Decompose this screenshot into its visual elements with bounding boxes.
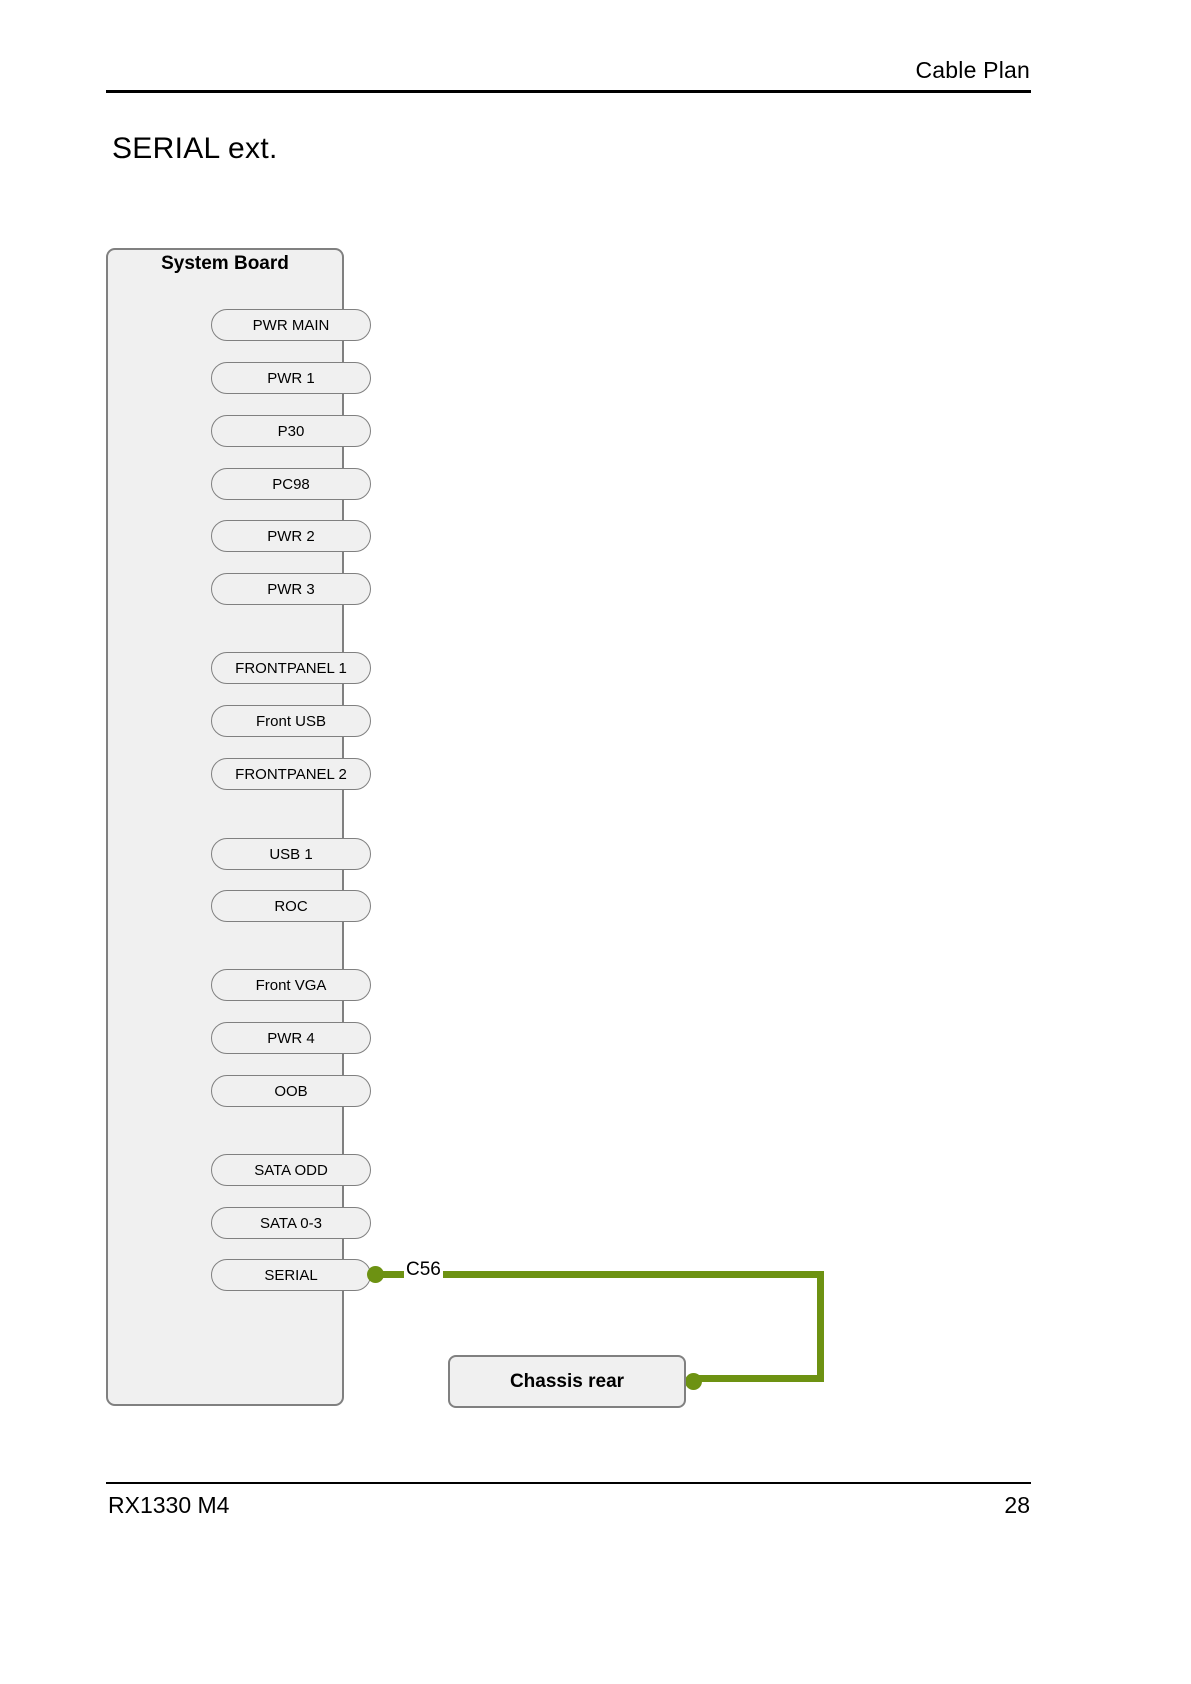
cable-segment-bottom [693, 1375, 824, 1382]
connector-pill: P30 [211, 415, 371, 447]
connector-pill: PWR MAIN [211, 309, 371, 341]
cable-endpoint-dot-chassis [685, 1373, 702, 1390]
connector-pill: OOB [211, 1075, 371, 1107]
system-board-label: System Board [161, 253, 289, 274]
header-title: Cable Plan [915, 57, 1030, 83]
page-title: SERIAL ext. [112, 132, 278, 165]
connector-pill: Front USB [211, 705, 371, 737]
connector-pill: PC98 [211, 468, 371, 500]
connector-pill: USB 1 [211, 838, 371, 870]
connector-pill: ROC [211, 890, 371, 922]
chassis-rear-box: Chassis rear [448, 1355, 686, 1408]
footer-page-number: 28 [1004, 1492, 1030, 1518]
cable-label-c56: C56 [404, 1259, 443, 1281]
connector-pill: SATA ODD [211, 1154, 371, 1186]
cable-segment-vertical [817, 1271, 824, 1382]
connector-pill: PWR 3 [211, 573, 371, 605]
connector-pill: FRONTPANEL 2 [211, 758, 371, 790]
connector-pill: Front VGA [211, 969, 371, 1001]
footer-model: RX1330 M4 [108, 1492, 230, 1518]
connector-pill: SATA 0-3 [211, 1207, 371, 1239]
connector-pill: PWR 2 [211, 520, 371, 552]
connector-pill: FRONTPANEL 1 [211, 652, 371, 684]
connector-pill: PWR 1 [211, 362, 371, 394]
footer-divider [106, 1482, 1031, 1484]
cable-segment-top [375, 1271, 824, 1278]
header-divider [106, 90, 1031, 93]
connector-pill: PWR 4 [211, 1022, 371, 1054]
connector-pill: SERIAL [211, 1259, 371, 1291]
